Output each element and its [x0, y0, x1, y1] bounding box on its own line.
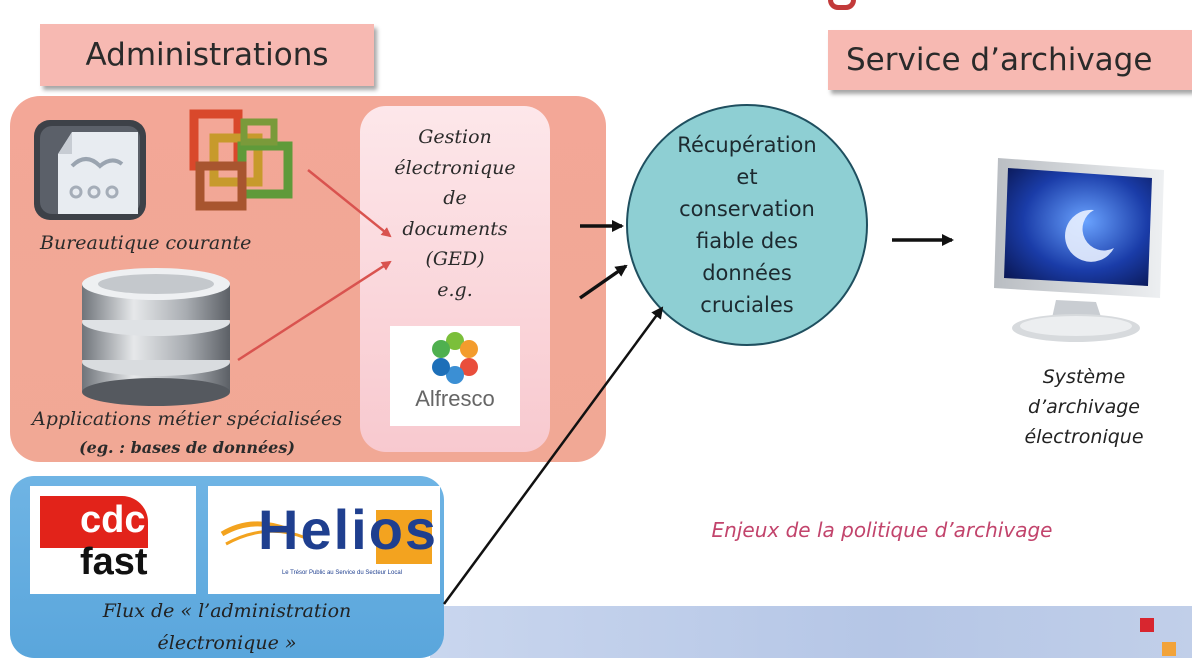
service-archivage-title-text: Service d’archivage — [846, 42, 1153, 78]
helios-logo: Helios Le Trésor Public au Service du Se… — [208, 486, 440, 594]
administrations-title: Administrations — [40, 24, 374, 86]
cdc-logo-badge — [40, 496, 148, 548]
cdc-fast-logo: cdc fast — [30, 486, 196, 594]
service-archivage-title: Service d’archivage — [828, 30, 1192, 90]
footer-band — [430, 606, 1192, 658]
footer-square-orange — [1162, 642, 1176, 656]
cdc-logo-top-text: cdc — [80, 499, 146, 541]
openoffice-icon — [34, 120, 146, 220]
footer-square-red — [1140, 618, 1154, 632]
alfresco-logo-text: Alfresco — [415, 386, 495, 411]
ged-line: électronique — [394, 156, 516, 179]
ged-text: Gestion électronique de documents (GED) … — [360, 122, 550, 305]
applications-sublabel: (eg. : bases de données) — [79, 438, 295, 457]
ged-line: documents — [402, 217, 508, 240]
database-icon — [82, 268, 230, 406]
cdc-logo-bottom-text: fast — [80, 541, 148, 583]
flux-label-line1: Flux de « l’administration — [102, 600, 352, 622]
bureautique-label: Bureautique courante — [40, 232, 252, 254]
ms-office-icon — [189, 109, 293, 211]
ged-line: e.g. — [437, 278, 473, 301]
alfresco-flower-icon — [432, 332, 478, 384]
helios-logo-text: Helios — [258, 498, 439, 561]
alfresco-logo: Alfresco — [390, 326, 520, 426]
ged-line: de — [443, 187, 467, 209]
administrations-title-text: Administrations — [85, 37, 329, 73]
monitor-icon — [994, 158, 1164, 342]
systeme-label: Système d’archivage électronique — [1004, 362, 1164, 452]
systeme-line: d’archivage — [1028, 396, 1140, 418]
systeme-line: Système — [1042, 366, 1126, 388]
enjeux-caption: Enjeux de la politique d’archivage — [711, 518, 1053, 542]
flux-label-line2: électronique » — [157, 632, 297, 654]
ged-line: (GED) — [425, 248, 485, 270]
cropped-title-fragment — [828, 0, 856, 10]
systeme-line: électronique — [1024, 426, 1144, 448]
helios-tagline: Le Trésor Public au Service du Secteur L… — [281, 570, 403, 576]
applications-label: Applications métier spécialisées — [31, 408, 343, 430]
circle-text: Récupération et conservation fiable des … — [677, 133, 817, 317]
ged-line: Gestion — [418, 126, 492, 148]
recuperation-circle: Récupération et conservation fiable des … — [626, 104, 868, 346]
helios-swoosh-icon — [220, 510, 432, 564]
